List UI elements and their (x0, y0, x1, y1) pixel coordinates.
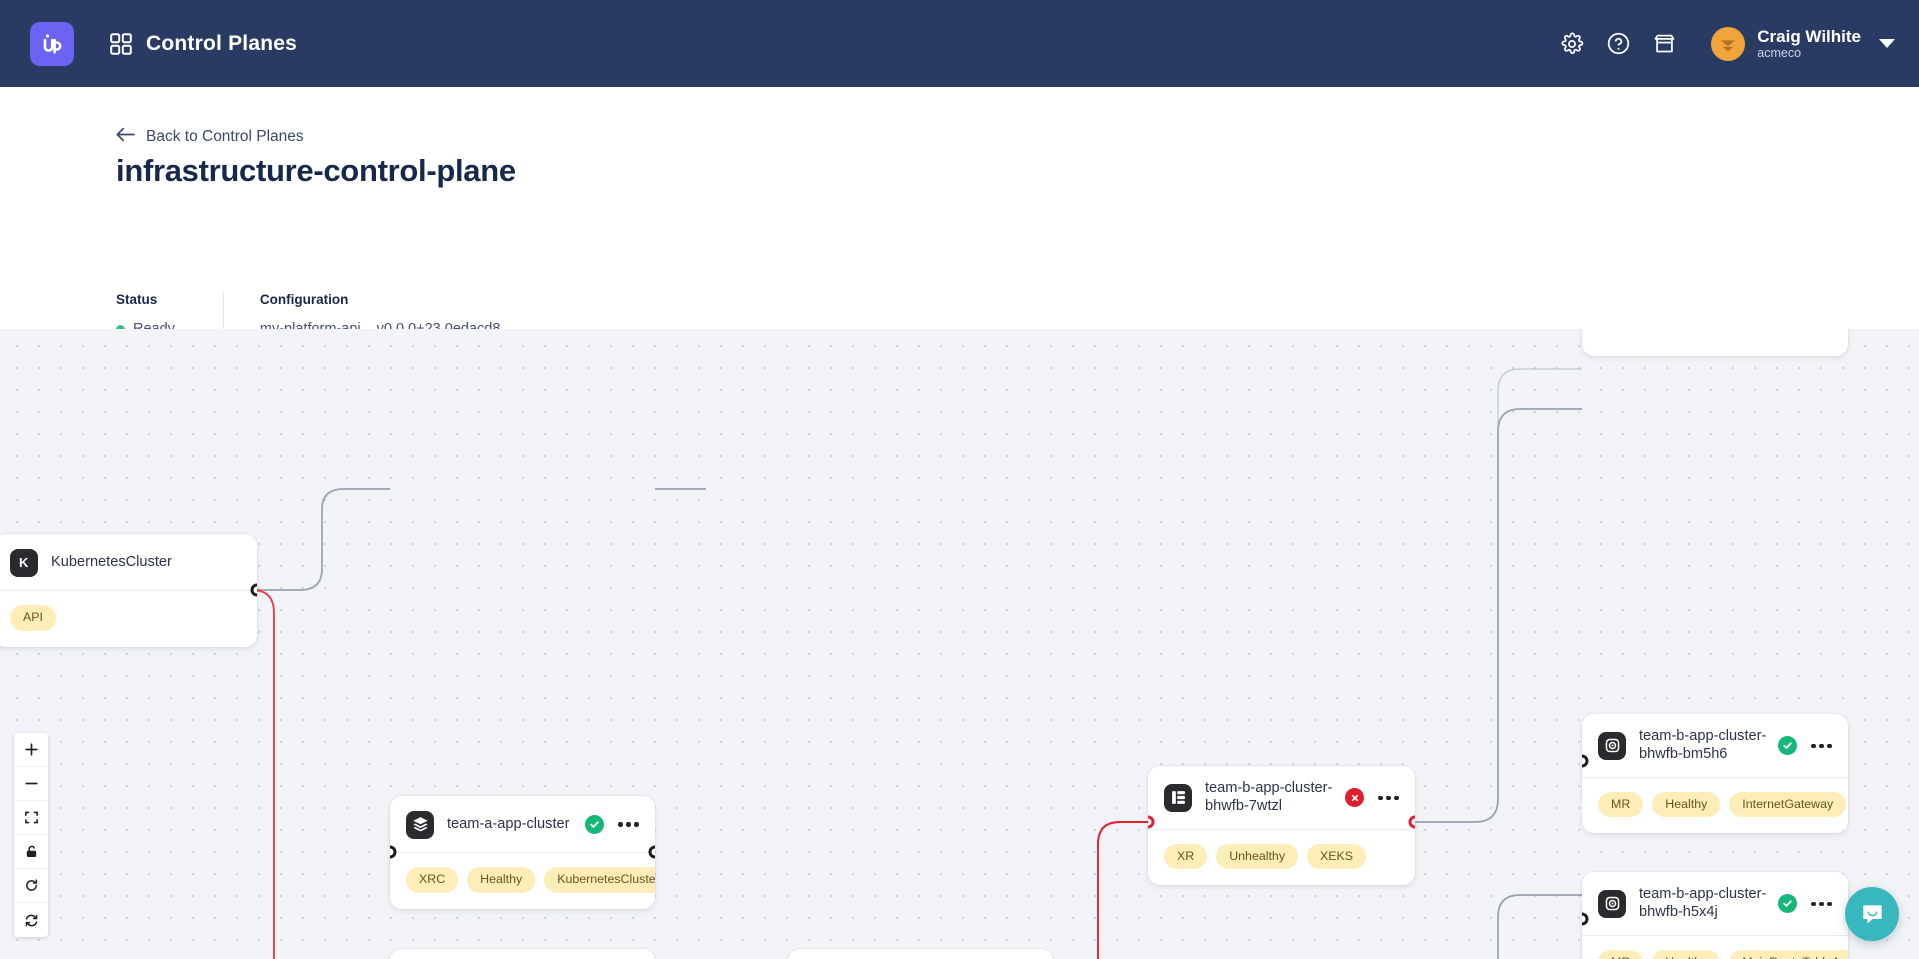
zoom-in-button[interactable] (14, 733, 48, 767)
node-divider (0, 590, 257, 591)
configuration-label: Configuration (259, 292, 349, 307)
help-circle-icon[interactable] (1595, 21, 1641, 67)
svg-text:K: K (19, 555, 29, 570)
zoom-out-button[interactable] (14, 767, 48, 801)
node-menu-button[interactable] (618, 822, 639, 827)
kubernetes-k-icon: K (10, 548, 38, 577)
node-handle-right[interactable] (648, 845, 655, 859)
settings-gear-icon[interactable] (1549, 21, 1595, 67)
page-header: Back to Control Planes infrastructure-co… (0, 87, 1919, 404)
graph-node[interactable] (1582, 329, 1848, 356)
grid-icon (110, 32, 132, 55)
node-tags (1582, 329, 1848, 356)
back-link-label: Back to Control Planes (146, 128, 304, 145)
tag: MR (1598, 949, 1644, 959)
node-handle-left[interactable] (1582, 912, 1589, 926)
graph-node[interactable]: team-b-app-cluster-bhwfb-bm5h6 MR Health… (1582, 714, 1848, 834)
layers-icon (406, 810, 434, 839)
tag: XEKS (1307, 843, 1367, 870)
auto-sync-button[interactable] (14, 903, 48, 937)
tag: XR (1164, 843, 1208, 870)
tag: XRC (406, 867, 459, 893)
node-title: KubernetesCluster (51, 553, 172, 570)
node-title: team-a-app-cluster (447, 815, 570, 832)
status-healthy-icon (1778, 736, 1798, 756)
back-to-control-planes-link[interactable]: Back to Control Planes (116, 127, 304, 147)
tag: MR (1598, 791, 1644, 818)
user-org: acmeco (1757, 46, 1802, 61)
node-handle-left[interactable] (1148, 815, 1155, 829)
status-unhealthy-icon (1345, 788, 1365, 808)
tag: API (10, 605, 56, 631)
chevron-down-icon[interactable] (1879, 39, 1895, 48)
node-title: team-b-app-cluster-bhwfb-bm5h6 (1639, 728, 1767, 762)
node-tags: XRC Healthy KubernetesCluster (390, 853, 655, 909)
user-avatar (1711, 26, 1746, 61)
top-navigation-bar: Control Planes (0, 0, 1919, 87)
topbar-actions: Craig Wilhite acmeco (1549, 21, 1895, 67)
tag: KubernetesCluster (544, 867, 655, 893)
user-name: Craig Wilhite (1757, 26, 1861, 46)
graph-node[interactable]: team-b-app-cluster-bhwfb XR Unhealthy XK… (788, 949, 1053, 959)
graph-node[interactable]: team-b-app-cluster-bhwfb-h5x4j MR Health… (1582, 872, 1848, 959)
fit-view-button[interactable] (14, 801, 48, 835)
node-handle-right[interactable] (250, 583, 257, 597)
tag: Healthy (467, 867, 536, 893)
node-divider (1148, 828, 1415, 830)
node-divider (1582, 776, 1848, 778)
node-menu-button[interactable] (1378, 795, 1399, 801)
node-tags: XR Unhealthy XEKS (1148, 830, 1415, 886)
arrow-left-icon (116, 127, 135, 147)
refresh-button[interactable] (14, 869, 48, 903)
tag: Healthy (1652, 791, 1721, 818)
resource-graph-canvas[interactable]: K KubernetesCluster API team-a-app-clust… (0, 329, 1919, 959)
chat-bubble-icon[interactable] (1845, 887, 1899, 941)
status-healthy-icon (585, 815, 605, 834)
composite-resource-icon (1164, 783, 1192, 812)
status-healthy-icon (1778, 894, 1798, 914)
node-menu-button[interactable] (1811, 743, 1832, 749)
node-handle-left[interactable] (390, 845, 397, 859)
marketplace-icon[interactable] (1641, 21, 1687, 67)
graph-node[interactable]: K KubernetesCluster API (0, 534, 257, 647)
up-logo-icon[interactable] (30, 21, 74, 66)
managed-resource-icon (1598, 731, 1626, 760)
node-tags: MR Healthy InternetGateway (1582, 778, 1848, 834)
managed-resource-icon (1598, 889, 1626, 918)
brand-title: Control Planes (146, 31, 297, 55)
page-title: infrastructure-control-plane (116, 153, 516, 188)
meta-divider (222, 292, 224, 338)
node-tags: API (0, 591, 257, 647)
node-menu-button[interactable] (1811, 901, 1832, 907)
tag: Unhealthy (1216, 843, 1299, 870)
graph-edges (251, 368, 1582, 959)
user-menu[interactable]: Craig Wilhite acmeco (1711, 26, 1895, 61)
node-title: team-b-app-cluster-bhwfb-7wtzl (1205, 780, 1333, 814)
graph-node[interactable]: team-b-app-cluster-bhwfb-7wtzl XR Unheal… (1148, 766, 1415, 886)
tag: InternetGateway (1729, 791, 1847, 818)
node-divider (1582, 934, 1848, 936)
lock-toggle-button[interactable] (14, 835, 48, 869)
tag: Healthy (1652, 949, 1721, 959)
node-divider (390, 852, 655, 853)
node-handle-right[interactable] (1408, 815, 1415, 829)
graph-node[interactable]: team-b-app-cluster XRC Unhealthy Kuberne… (390, 949, 655, 959)
node-tags: MR Healthy MainRouteTableAssoc (1582, 936, 1848, 959)
node-title: team-b-app-cluster-bhwfb-h5x4j (1639, 886, 1767, 920)
node-handle-left[interactable] (1582, 754, 1589, 768)
status-label: Status (116, 292, 158, 307)
tag: MainRouteTableAssoc (1729, 949, 1848, 959)
canvas-controls (14, 733, 48, 937)
graph-node[interactable]: team-a-app-cluster XRC Healthy Kubernete… (390, 796, 655, 909)
